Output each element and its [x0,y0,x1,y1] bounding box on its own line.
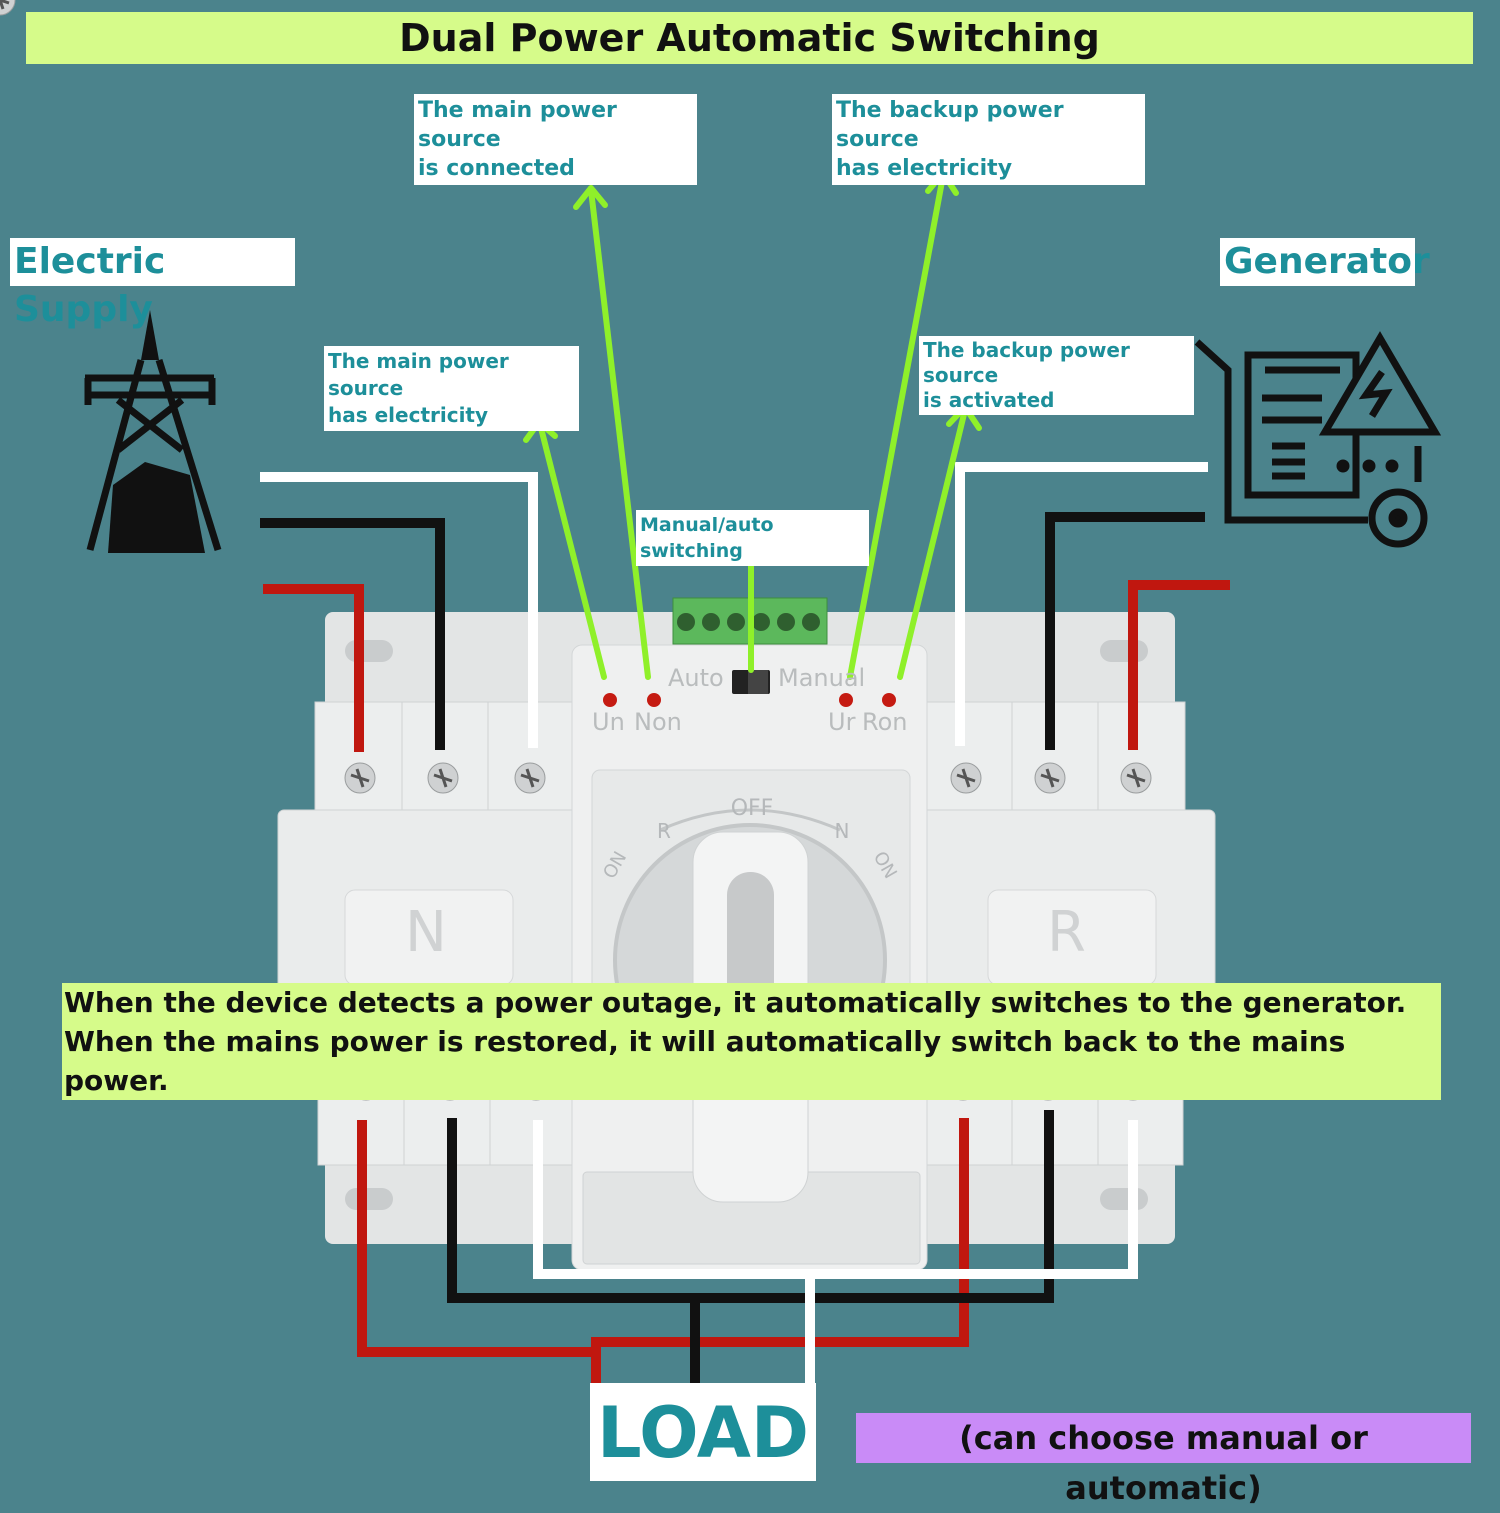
side-label-r: R [1047,900,1086,965]
wire-out-red-right [591,1118,969,1383]
terminal-screws [0,0,1153,1102]
label-backup-activated: The backup power source is activated [919,336,1194,415]
mode-label-auto: Auto [668,664,724,692]
mode-note: (can choose manual or automatic) [856,1413,1471,1507]
side-label-n: N [405,900,447,965]
wire-out-black-left [447,1118,700,1383]
arrow-main-connected [573,185,651,680]
label-main-connected: The main power source is connected [414,94,697,185]
transmission-tower-icon [84,310,222,553]
led-label-un: Un [592,708,625,736]
led-label-non: Non [634,708,682,736]
led-non [647,693,661,707]
source-label-backup: Generator [1220,238,1430,286]
load-label: LOAD [590,1383,816,1481]
mode-label-manual: Manual [778,664,866,692]
label-main-has-power: The main power source has electricity [324,346,579,431]
wire-out-white-right [810,1120,1138,1279]
page-title: Dual Power Automatic Switching [26,12,1473,64]
led-un [603,693,617,707]
dial-label-r: R [657,819,671,843]
generator-icon [1194,331,1442,548]
wire-mains-red [263,584,364,752]
dial-label-n: N [835,819,850,843]
label-backup-has-power: The backup power source has electricity [832,94,1145,185]
dial-arrow-path [659,808,841,832]
wire-gen-black [1045,512,1205,750]
led-ron [882,693,896,707]
wire-mains-white [260,472,538,748]
wire-out-white-left [533,1120,815,1383]
led-ur [839,693,853,707]
wire-mains-black [260,518,445,750]
wire-gen-white [955,462,1208,746]
wire-gen-red [1128,580,1230,750]
label-mode-switch: Manual/auto switching [636,510,869,566]
dial-label-off: OFF [731,796,774,821]
source-label-mains: Electric Supply [10,238,295,330]
led-label-ron: Ron [862,708,908,736]
led-label-ur: Ur [828,708,856,736]
behavior-description: When the device detects a power outage, … [62,983,1441,1100]
